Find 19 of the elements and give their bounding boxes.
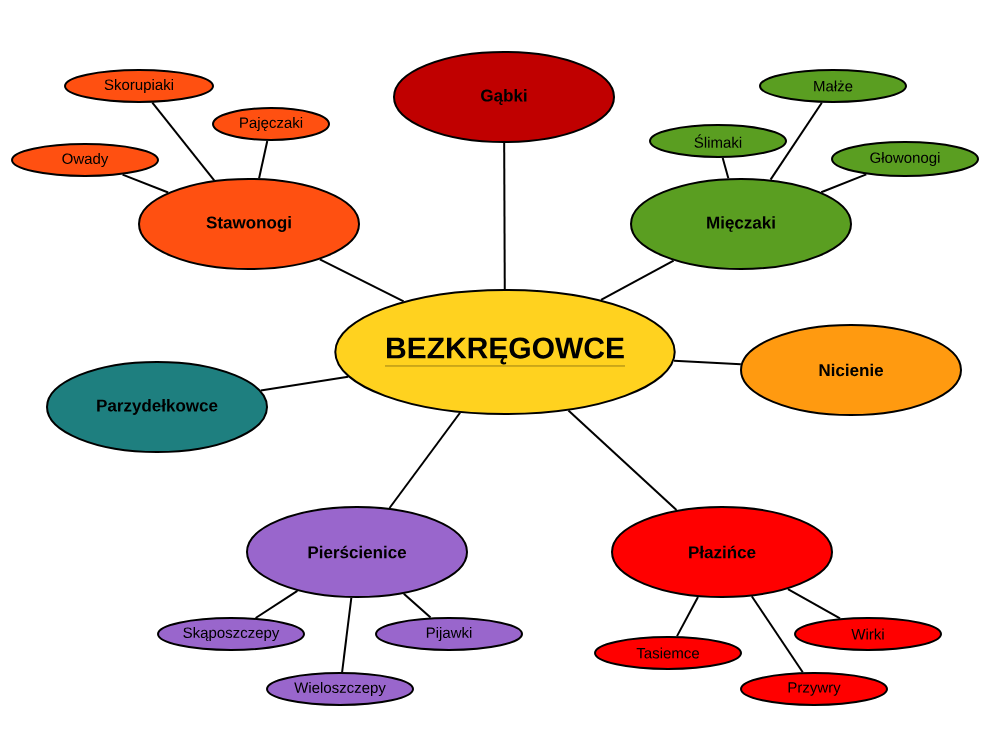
connector-line xyxy=(151,101,216,182)
connector-line xyxy=(121,173,170,194)
connector-line xyxy=(254,589,299,619)
connector-line xyxy=(673,359,742,366)
connector-line xyxy=(820,173,868,194)
connector-line xyxy=(503,142,506,290)
connector-line xyxy=(388,411,462,509)
connector-line xyxy=(750,595,804,674)
connector-line xyxy=(786,588,841,620)
connector-line xyxy=(402,592,432,619)
connector-line xyxy=(318,258,405,303)
connector-line xyxy=(259,375,350,392)
connector-line xyxy=(600,259,675,301)
connector-line xyxy=(769,101,823,181)
connector-line xyxy=(341,596,353,673)
connector-line xyxy=(567,409,678,512)
connector-line xyxy=(258,139,269,180)
connector-line xyxy=(721,156,730,180)
connector-line xyxy=(676,595,699,638)
